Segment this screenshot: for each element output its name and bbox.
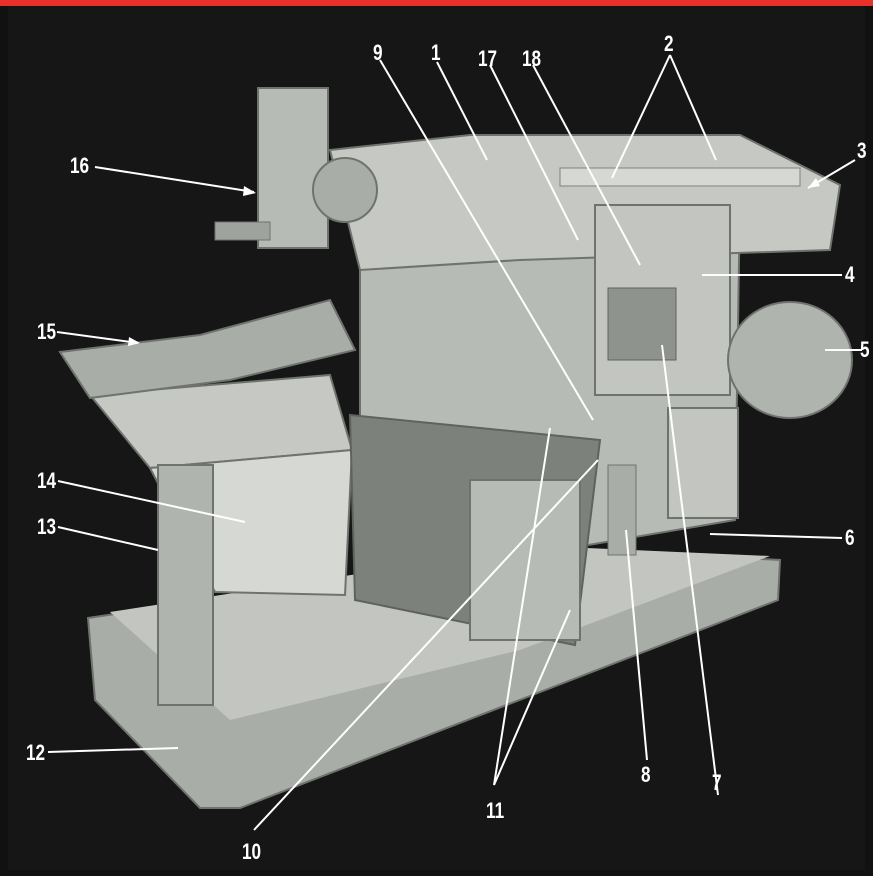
top-red-bar	[0, 0, 873, 6]
leader-18	[532, 64, 641, 266]
arrow-15	[128, 337, 140, 346]
arrow-16	[243, 186, 256, 196]
callout-label-15: 15	[37, 319, 57, 344]
callout-label-5: 5	[860, 337, 870, 362]
callout-label-14: 14	[37, 468, 57, 493]
callout-label-2: 2	[664, 31, 674, 56]
leader-13	[57, 526, 159, 551]
leader-17	[489, 64, 579, 241]
callout-label-11: 11	[486, 798, 505, 823]
leader-1	[436, 61, 488, 161]
leader-16	[94, 166, 255, 193]
electrical-cabinet	[667, 407, 739, 519]
callout-label-12: 12	[26, 740, 46, 765]
leader-11b	[493, 609, 571, 786]
ram-end-disc	[312, 157, 378, 223]
callout-label-13: 13	[37, 514, 57, 539]
machine-ram	[328, 134, 842, 272]
callout-label-3: 3	[857, 138, 867, 163]
callout-label-8: 8	[641, 762, 651, 787]
table-support	[157, 464, 214, 706]
callout-label-9: 9	[373, 40, 383, 65]
leader-8	[625, 529, 648, 761]
gear-box	[607, 287, 677, 361]
arrow-3	[808, 178, 820, 188]
switch-box	[607, 464, 637, 556]
tool-holder	[214, 221, 271, 241]
vise	[58, 298, 357, 400]
leader-9	[379, 59, 594, 421]
tool-head	[257, 87, 329, 249]
callout-label-17: 17	[478, 46, 498, 71]
callout-label-10: 10	[242, 839, 262, 864]
callout-label-7: 7	[712, 770, 722, 795]
leader-arrowheads	[128, 178, 820, 346]
callout-label-4: 4	[845, 262, 855, 287]
leader-lines	[47, 54, 862, 831]
leader-12	[47, 747, 179, 753]
leader-6	[709, 533, 843, 539]
leader-14	[57, 480, 246, 523]
ram-top-slide	[559, 167, 801, 187]
feed-gearbox	[469, 479, 581, 641]
leader-7	[661, 344, 719, 796]
leader-2a	[611, 54, 671, 179]
leader-10	[253, 459, 599, 831]
callout-label-6: 6	[845, 525, 855, 550]
callout-label-1: 1	[431, 40, 441, 65]
leader-2b	[669, 54, 717, 161]
callout-label-16: 16	[70, 153, 90, 178]
leader-11a	[493, 427, 551, 786]
leader-15	[56, 331, 139, 344]
callout-label-18: 18	[522, 46, 542, 71]
electric-motor	[727, 301, 853, 419]
